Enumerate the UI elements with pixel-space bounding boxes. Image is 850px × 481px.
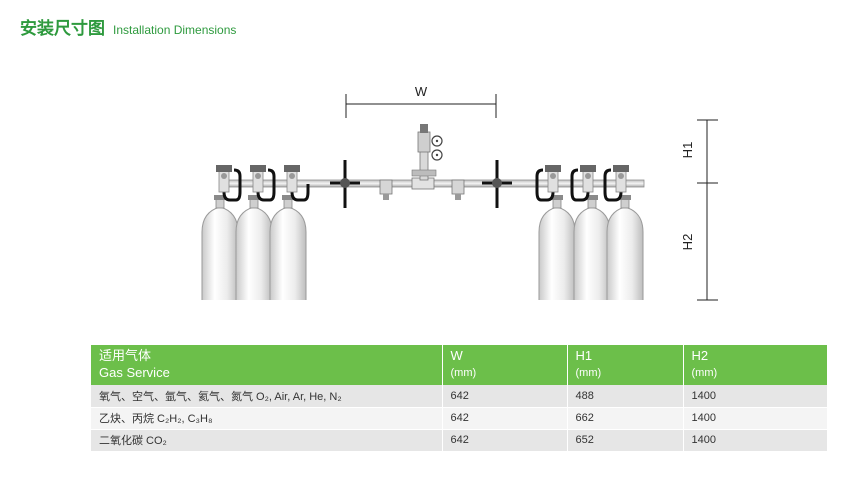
col-h1: H1 (mm) [567,345,684,385]
dimension-w: W [345,84,497,118]
valve-handle-left [330,160,360,208]
cell-gas: 二氧化碳 CO₂ [91,428,443,451]
table-row: 乙炔、丙烷 C₂H₂, C₃H₈ 642 662 1400 [91,406,827,429]
gas-service-table: 适用气体 Gas Service W (mm) H1 (mm) H2 (mm) … [91,345,827,451]
pigtail-hoses-right [535,168,623,202]
cylinder-group-right [538,194,644,301]
dimension-h1-label: H1 [680,142,695,159]
cell-h2: 1400 [683,385,827,407]
cylinder-group-left [201,194,307,301]
col-h1-label: H1 [575,348,593,363]
col-h2-unit: (mm) [691,367,718,379]
cell-h1: 662 [567,406,684,429]
table-row: 二氧化碳 CO₂ 642 652 1400 [91,428,827,451]
cell-w: 642 [442,385,568,407]
manifold-installation-diagram: W H1 H2 [201,84,718,301]
col-w-unit: (mm) [450,367,477,379]
pigtail-hoses-left [222,168,310,202]
title-en: Installation Dimensions [113,23,237,37]
page-header: 安装尺寸图 Installation Dimensions [20,14,236,39]
cell-h1: 488 [567,385,684,407]
col-w: W (mm) [442,345,568,385]
inline-filters [379,177,465,200]
cell-w: 642 [442,406,568,429]
cell-h2: 1400 [683,406,827,429]
cell-gas: 氧气、空气、氩气、氦气、氮气 O₂, Air, Ar, He, N₂ [91,385,443,407]
dimension-w-label: W [415,84,428,99]
col-w-label: W [450,348,463,363]
col-h2-label: H2 [691,348,709,363]
col-h2: H2 (mm) [683,345,827,385]
dimension-h: H1 H2 [680,119,718,301]
dimension-h2-label: H2 [680,234,695,251]
central-regulator [411,124,443,181]
title-cn: 安装尺寸图 [20,19,105,39]
cell-h1: 652 [567,428,684,451]
valve-handle-right [482,160,512,208]
cell-h2: 1400 [683,428,827,451]
col-h1-unit: (mm) [575,367,602,379]
cell-w: 642 [442,428,568,451]
table-row: 氧气、空气、氩气、氦气、氮气 O₂, Air, Ar, He, N₂ 642 4… [91,385,827,407]
col-gas-service-cn: 适用气体 [99,348,152,363]
col-gas-service-en: Gas Service [99,365,170,380]
cell-gas: 乙炔、丙烷 C₂H₂, C₃H₈ [91,406,443,429]
col-gas-service: 适用气体 Gas Service [91,345,443,385]
